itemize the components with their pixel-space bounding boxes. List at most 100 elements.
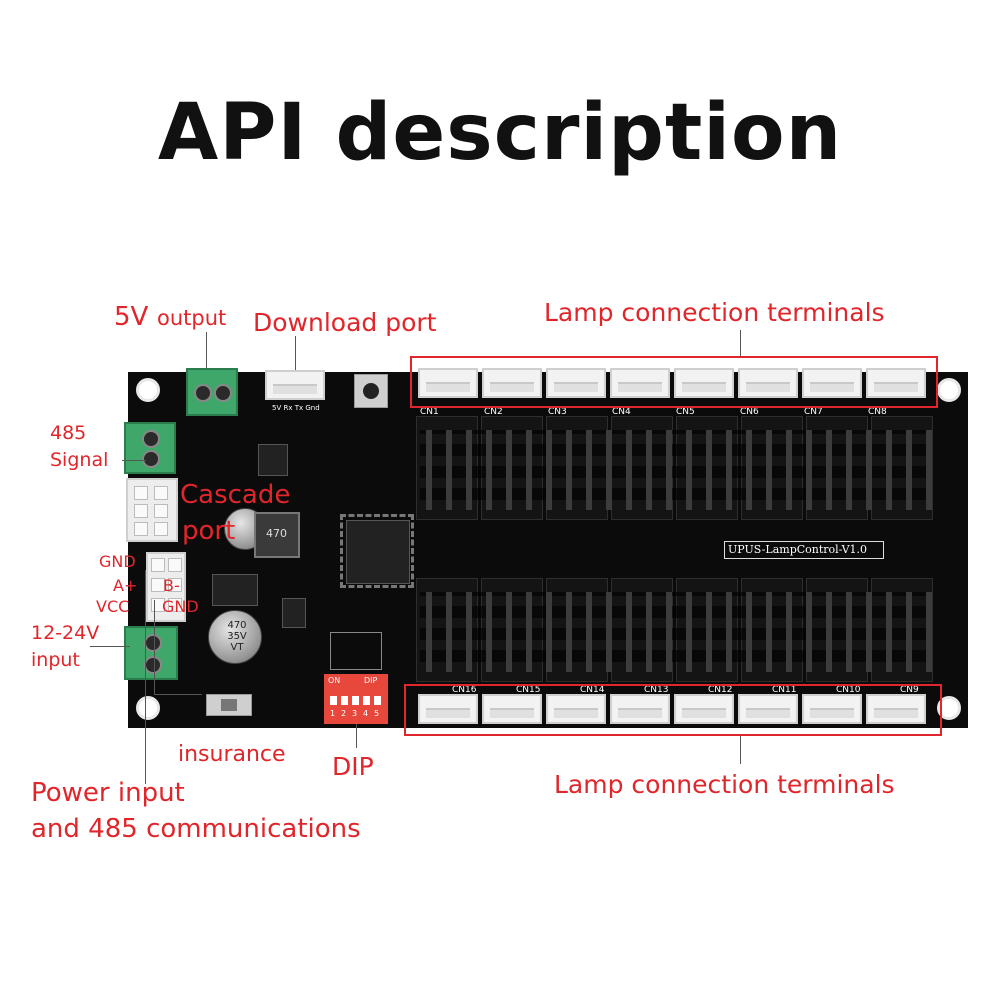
cn-label: CN6	[740, 407, 759, 417]
cn-label: CN16	[452, 685, 477, 695]
uart-label: 5V Rx Tx Gnd	[272, 404, 320, 412]
five-v-terminal	[186, 368, 238, 416]
cn-label: CN15	[516, 685, 541, 695]
lamp-connector	[802, 694, 862, 724]
screw-icon	[214, 384, 232, 402]
lamp-connector	[482, 368, 542, 398]
pin	[151, 558, 165, 572]
leader-line	[295, 336, 296, 370]
gnd-bottom-label: GND	[162, 597, 199, 616]
mcu-chip	[346, 520, 410, 584]
lamp-connector	[802, 368, 862, 398]
capacitor-label: 470 35V VT	[222, 620, 252, 653]
cascade-label-line1: Cascade	[180, 480, 291, 510]
pin	[154, 522, 168, 536]
cn-label: CN14	[580, 685, 605, 695]
cap-line: VT	[230, 642, 244, 653]
dip-toggle	[374, 696, 381, 705]
cn-label: CN4	[612, 407, 631, 417]
power-input-label-line2: and 485 communications	[31, 814, 361, 844]
cap-line: 35V	[227, 631, 247, 642]
pin	[134, 504, 148, 518]
smd-components-bottom	[420, 592, 932, 672]
cn-label: CN8	[868, 407, 887, 417]
inductor-label: 470	[266, 527, 287, 540]
cn-label: CN9	[900, 685, 919, 695]
dip-number: 2	[341, 709, 347, 718]
lamp-connector	[418, 694, 478, 724]
cn-label: CN2	[484, 407, 503, 417]
lamp-connector	[610, 368, 670, 398]
screw-icon	[142, 430, 160, 448]
pin	[134, 486, 148, 500]
lamp-connector	[610, 694, 670, 724]
signal-485-label-line1: 485	[50, 422, 87, 444]
cn-label: CN7	[804, 407, 823, 417]
lamp-connector	[738, 694, 798, 724]
leader-line	[206, 332, 207, 368]
lamp-connector	[482, 694, 542, 724]
dip-number: 1	[330, 709, 336, 718]
cn-label: CN10	[836, 685, 861, 695]
model-label: UPUS-LampControl-V1.0	[728, 543, 868, 556]
top-connector-row	[414, 364, 934, 406]
lamp-connector	[738, 368, 798, 398]
cn-label: CN13	[644, 685, 669, 695]
screw-icon	[194, 384, 212, 402]
power-input-terminal	[124, 626, 178, 680]
fuse-body	[221, 699, 237, 711]
pin	[168, 558, 182, 572]
cascade-port-connector	[126, 478, 178, 542]
cn-label: CN1	[420, 407, 439, 417]
power-input-label-line1: Power input	[31, 778, 185, 808]
leader-line	[740, 330, 741, 356]
voltage-regulator	[212, 574, 258, 606]
reset-button	[354, 374, 388, 408]
input-label-line2: input	[31, 649, 80, 671]
mounting-hole-top-left	[136, 378, 160, 402]
dip-number: 4	[363, 709, 369, 718]
dip-text-label: DIP	[364, 676, 378, 685]
screw-icon	[144, 656, 162, 674]
cn-label: CN12	[708, 685, 733, 695]
lamp-connector	[674, 368, 734, 398]
pin	[168, 598, 182, 612]
b-minus-label: B-	[163, 576, 180, 595]
leader-line	[154, 694, 202, 695]
pin	[154, 504, 168, 518]
leader-line	[356, 724, 357, 748]
lamp-terminals-top-label: Lamp connection terminals	[544, 298, 885, 327]
highlight-top-terminals	[410, 356, 938, 408]
pin	[154, 486, 168, 500]
inductor	[254, 512, 300, 558]
cap-line: 470	[227, 620, 247, 631]
input-label-line1: 12-24V	[31, 622, 100, 644]
button-cap	[363, 383, 379, 399]
cn-label: CN3	[548, 407, 567, 417]
download-port-label: Download port	[253, 308, 437, 337]
leader-line	[154, 600, 155, 694]
dip-toggle	[330, 696, 337, 705]
signal-485-label-line2: Signal	[50, 449, 109, 471]
lamp-connector	[546, 368, 606, 398]
highlight-bottom-terminals	[404, 684, 942, 736]
five-v-label: 5V	[114, 302, 149, 332]
download-port-connector	[265, 370, 325, 400]
dip-number: 3	[352, 709, 358, 718]
dip-switch: ON DIP 1 2 3 4 5	[324, 674, 388, 724]
capacitor-470	[208, 610, 262, 664]
dip-label: DIP	[332, 752, 374, 781]
pin	[168, 578, 182, 592]
mounting-hole-bottom-left	[136, 696, 160, 720]
lamp-connector	[674, 694, 734, 724]
smd-components-top	[420, 430, 932, 510]
signal-485-terminal	[124, 422, 176, 474]
mcu-pins	[340, 514, 414, 588]
dip-toggle	[363, 696, 370, 705]
power-485-connector	[146, 552, 186, 622]
dip-number: 5	[374, 709, 380, 718]
leader-line	[145, 570, 146, 784]
screw-icon	[142, 450, 160, 468]
bottom-connector-row	[414, 692, 934, 728]
lamp-connector	[866, 694, 926, 724]
